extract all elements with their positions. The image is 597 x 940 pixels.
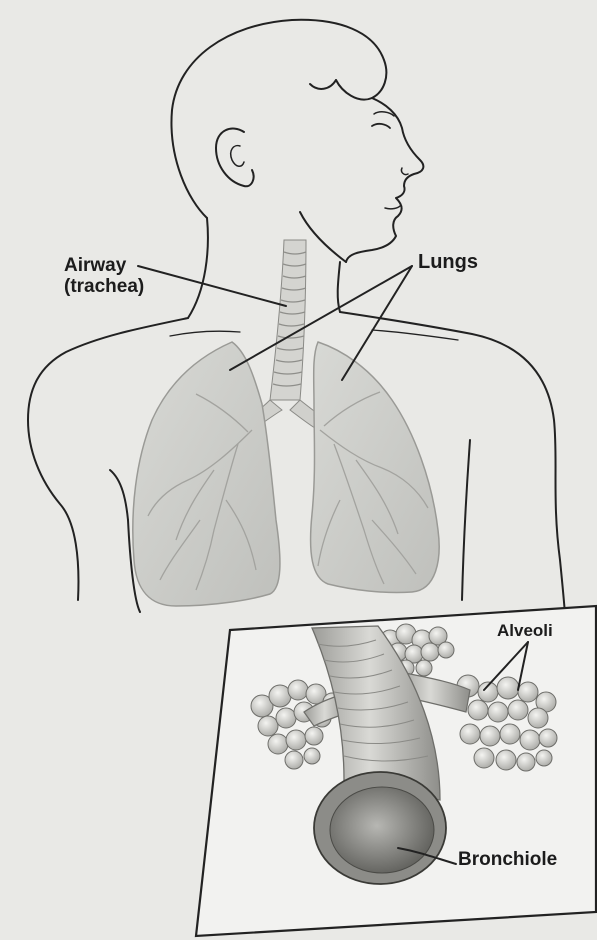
inset-panel: [196, 606, 596, 936]
label-lungs: Lungs: [418, 252, 478, 274]
label-alveoli: Alveoli: [497, 622, 553, 640]
label-airway-line2: (trachea): [64, 277, 144, 298]
label-airway-line1: Airway: [64, 256, 144, 277]
label-bronchiole: Bronchiole: [458, 850, 557, 871]
bronchiole-opening-lumen: [330, 787, 434, 873]
label-airway-trachea: Airway (trachea): [64, 256, 144, 297]
